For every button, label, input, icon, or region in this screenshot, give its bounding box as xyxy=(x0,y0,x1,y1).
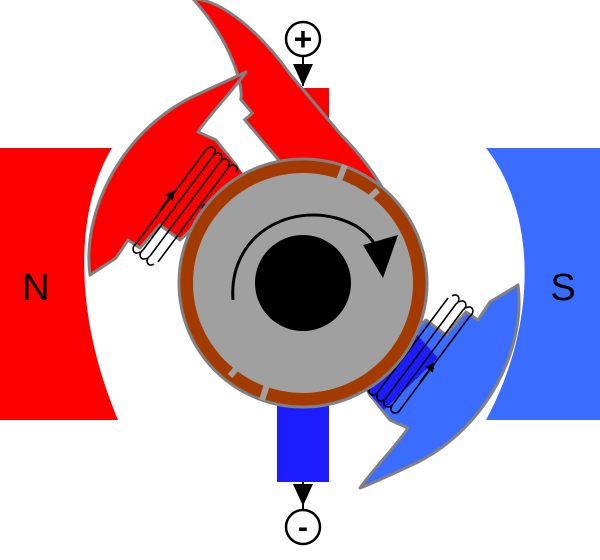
south-coil xyxy=(368,294,474,414)
south-pole-shoe xyxy=(358,283,521,490)
negative-arrow-icon xyxy=(293,484,313,506)
north-coil xyxy=(132,146,238,266)
south-label: S xyxy=(550,267,575,309)
rotation-arrowhead-icon xyxy=(363,235,398,278)
bottom-brush xyxy=(277,400,329,482)
south-magnet xyxy=(486,148,600,420)
north-pole-shoe xyxy=(87,70,248,277)
north-label: N xyxy=(22,267,49,309)
rotor-shaft xyxy=(255,235,351,331)
negative-terminal-icon xyxy=(284,508,322,546)
positive-label: + xyxy=(294,21,313,57)
north-magnet xyxy=(0,148,118,420)
positive-arrow-icon xyxy=(293,64,313,86)
negative-label: - xyxy=(298,511,308,544)
